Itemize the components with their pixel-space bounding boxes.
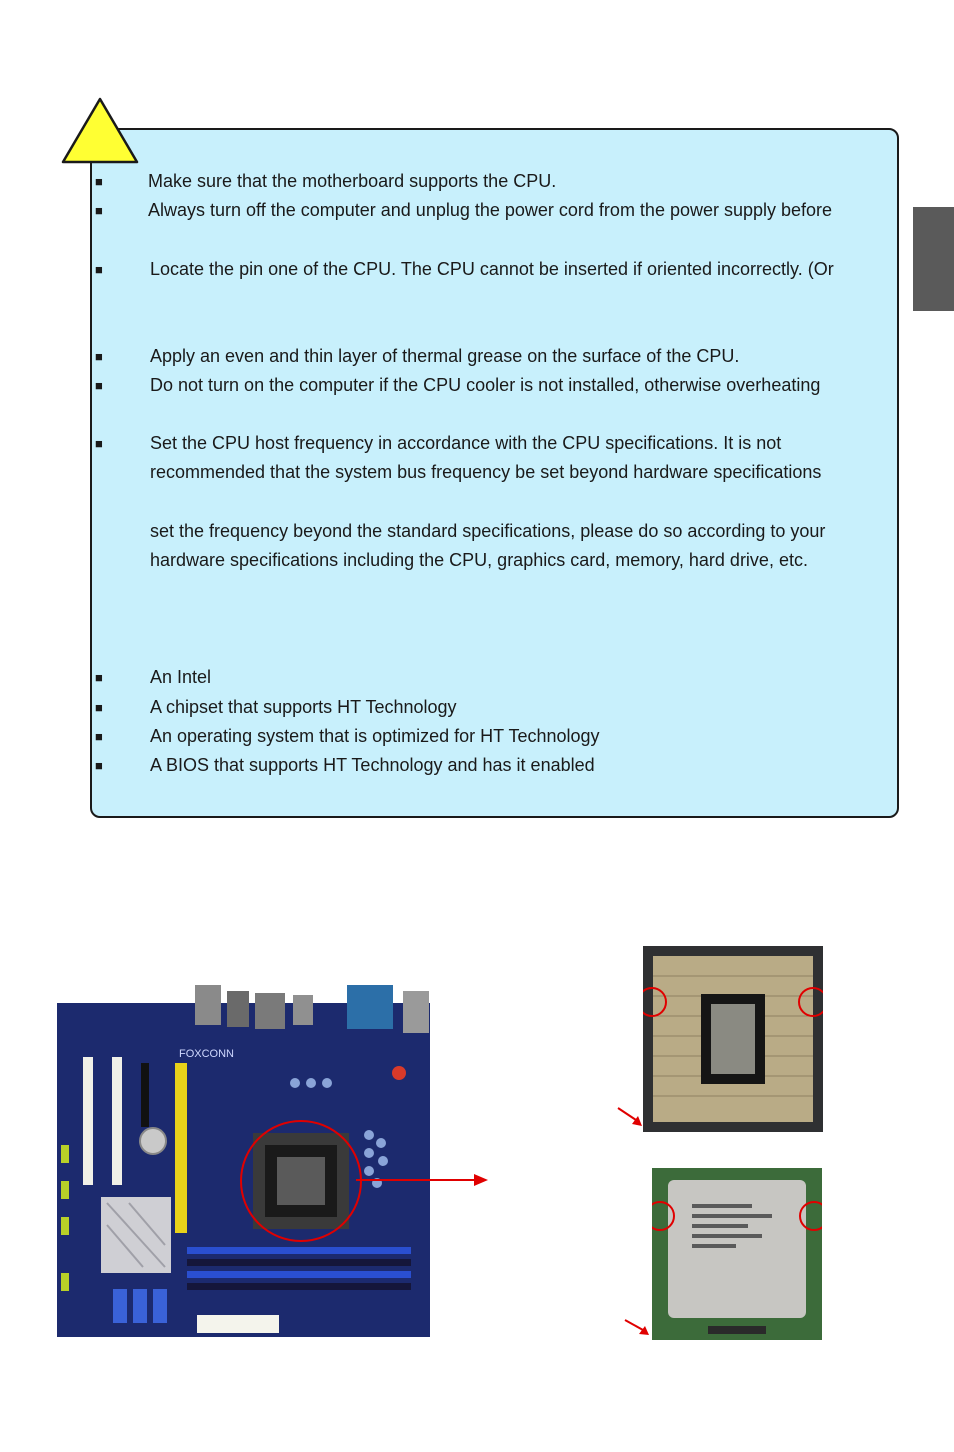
bullet-glyph: ■ — [95, 349, 103, 364]
bullet-glyph: ■ — [95, 729, 103, 744]
warning-line: Apply an even and thin layer of thermal … — [150, 346, 740, 366]
warning-line: Locate the pin one of the CPU. The CPU c… — [150, 259, 834, 279]
ht-requirement: An operating system that is optimized fo… — [150, 726, 600, 746]
bullet-glyph: ■ — [95, 203, 103, 218]
bullet-glyph: ■ — [95, 436, 103, 451]
warning-triangle-icon — [61, 97, 139, 164]
pointer-arrow — [356, 1174, 488, 1186]
bullet-glyph: ■ — [95, 378, 103, 393]
bullet-glyph: ■ — [95, 700, 103, 715]
ht-requirement: An Intel — [150, 667, 212, 687]
chapter-tab — [913, 207, 954, 311]
cpu-socket-photo — [643, 946, 823, 1132]
ht-requirement: A BIOS that supports HT Technology and h… — [150, 755, 595, 775]
bullet-glyph: ■ — [95, 174, 103, 189]
caution-box — [90, 128, 899, 818]
pin-one-arrow — [624, 1319, 649, 1335]
bullet-glyph: ■ — [95, 670, 103, 685]
pin-one-arrow — [617, 1107, 642, 1126]
warning-line: Always turn off the computer and unplug … — [148, 200, 833, 220]
warning-line: Set the CPU host frequency in accordance… — [150, 433, 782, 453]
ht-requirement: A chipset that supports HT Technology — [150, 697, 457, 717]
warning-line: Do not turn on the computer if the CPU c… — [150, 375, 821, 395]
cpu-photo — [652, 1168, 822, 1340]
warning-line: Make sure that the motherboard supports … — [148, 171, 557, 191]
bullet-glyph: ■ — [95, 262, 103, 277]
bullet-glyph: ■ — [95, 758, 103, 773]
warning-continuation: set the frequency beyond the standard sp… — [150, 521, 826, 541]
board-brand-label: FOXCONN — [179, 1048, 234, 1060]
motherboard-photo: FOXCONN — [57, 985, 430, 1337]
warning-continuation: recommended that the system bus frequenc… — [150, 462, 822, 482]
warning-continuation: hardware specifications including the CP… — [150, 550, 808, 570]
